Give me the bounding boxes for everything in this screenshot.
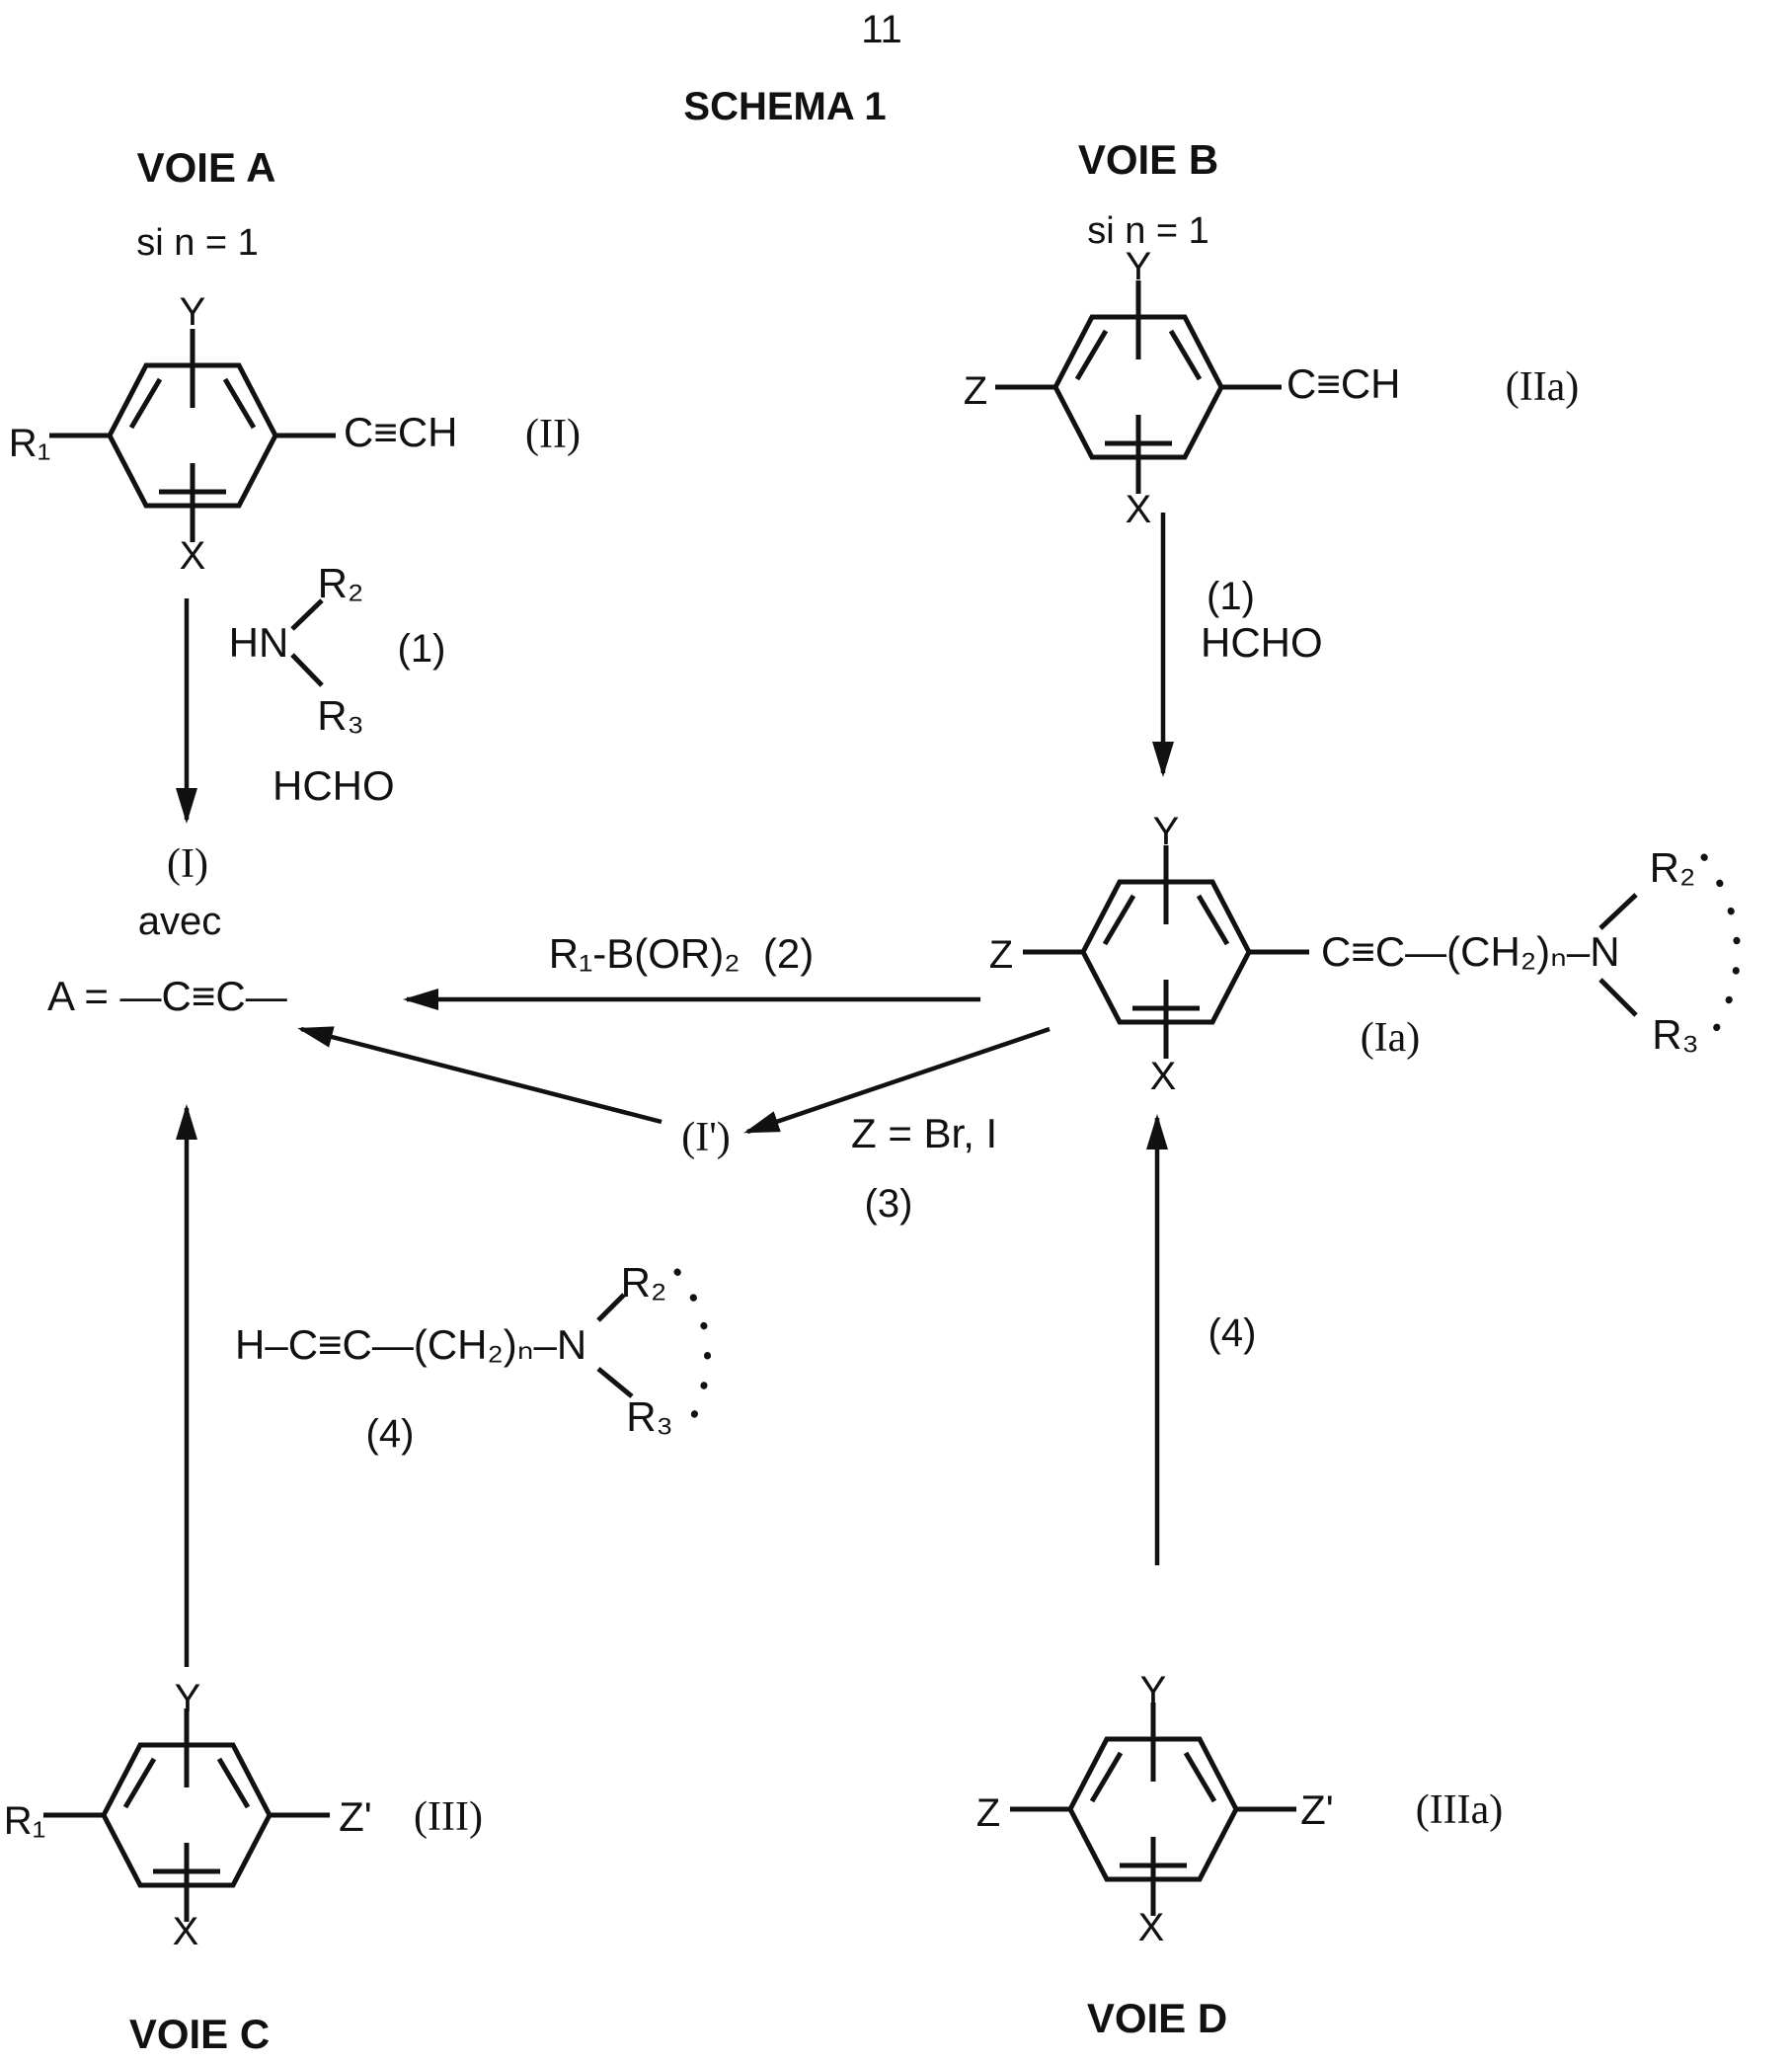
hcho-a-label: HCHO (273, 762, 395, 809)
ring-III-tag: (III) (414, 1794, 483, 1840)
ring-Ia-label-Y: Y (1152, 810, 1180, 853)
page-number: 11 (861, 8, 902, 51)
step4-d-tag: (4) (1208, 1311, 1257, 1355)
compound4-tag: (4) (365, 1412, 415, 1456)
ring-II-tag: (II) (525, 412, 581, 457)
ring-IIa-tag: (IIa) (1505, 364, 1580, 410)
ring-IIIa-label-X: X (1137, 1906, 1165, 1949)
amine-R2: R₂ (317, 560, 364, 606)
arrow-Iprime-to-alkyne (297, 1026, 662, 1125)
ring-Ia-label-X: X (1149, 1055, 1177, 1098)
bond-c4-n-r3 (596, 1367, 634, 1398)
ring-IIa-structure (995, 280, 1282, 494)
ring-III-label-X: X (172, 1910, 199, 1953)
I-prime-tag: (I') (681, 1115, 731, 1160)
ring-II-label-X: X (179, 534, 206, 578)
arrow-Ia-to-Iprime (743, 1026, 1051, 1135)
step1-a-tag: (1) (397, 627, 446, 671)
ring-IIIa-tag: (IIIa) (1415, 1787, 1504, 1833)
avec-label: avec (137, 900, 222, 943)
dotted-ring-c4 (673, 1268, 711, 1444)
ring-IIa-alkyne: C≡CH (1286, 360, 1401, 407)
boronate-label: R₁-B(OR)₂ (2) (548, 930, 815, 977)
ring-Ia-R2: R₂ (1649, 844, 1696, 891)
compound4-R3: R₃ (626, 1393, 673, 1440)
bond-Ia-n-r3 (1598, 978, 1638, 1017)
bond-hn-r2 (290, 598, 324, 631)
voie-b-title: VOIE B (1077, 136, 1219, 183)
ring-III-label-Zp: Z' (339, 1793, 372, 1840)
voie-a-condition: si n = 1 (136, 222, 259, 264)
ring-Ia-label-Z: Z (988, 933, 1014, 977)
ring-III-label-R1: R₁ (3, 1799, 46, 1843)
hcho-b-label: HCHO (1201, 619, 1323, 666)
ring-IIa-label-X: X (1125, 488, 1152, 531)
voie-b-condition: si n = 1 (1087, 210, 1209, 252)
voie-d-title: VOIE D (1086, 1995, 1228, 2041)
voie-a-title: VOIE A (136, 144, 276, 191)
amine-HN: HN (228, 619, 289, 666)
ring-IIIa-label-Y: Y (1139, 1669, 1167, 1712)
a-definition: A = —C≡C— (47, 973, 287, 1019)
step3-tag: (3) (864, 1182, 913, 1226)
step1-b-tag: (1) (1207, 575, 1255, 618)
ring-IIIa-label-Z: Z (975, 1791, 1001, 1835)
bond-hn-r3 (290, 653, 324, 687)
z-condition: Z = Br, I (851, 1110, 998, 1156)
ring-II-label-R1: R₁ (8, 422, 51, 465)
bond-c4-n-r2 (596, 1293, 626, 1322)
ring-IIIa-structure (1010, 1703, 1296, 1916)
voie-c-title: VOIE C (128, 2011, 271, 2057)
ring-III-structure (43, 1708, 330, 1922)
compound4-R2: R₂ (620, 1259, 667, 1306)
ring-II-label-Y: Y (179, 290, 206, 334)
ring-IIIa-label-Zp: Z' (1300, 1786, 1334, 1833)
ring-II-alkyne: C≡CH (344, 409, 458, 455)
ring-Ia-tag: (Ia) (1360, 1015, 1421, 1061)
schema-title: SCHEMA 1 (683, 85, 887, 128)
amine-R3: R₃ (317, 692, 364, 739)
ring-IIa-label-Z: Z (963, 369, 988, 413)
ring-IIa-label-Y: Y (1125, 245, 1152, 288)
ring-II-structure (49, 329, 336, 542)
ring-Ia-chain: C≡C—(CH₂)ₙ–N (1321, 928, 1620, 975)
compound4-formula: H–C≡C—(CH₂)ₙ–N (235, 1321, 587, 1368)
ring-III-label-Y: Y (174, 1677, 201, 1720)
ring-Ia-R3: R₃ (1652, 1011, 1699, 1058)
ring-Ia-structure (1023, 845, 1309, 1059)
bond-Ia-n-r2 (1598, 893, 1638, 930)
product-I-tag: (I) (167, 841, 208, 887)
dotted-ring-Ia (1700, 853, 1741, 1049)
